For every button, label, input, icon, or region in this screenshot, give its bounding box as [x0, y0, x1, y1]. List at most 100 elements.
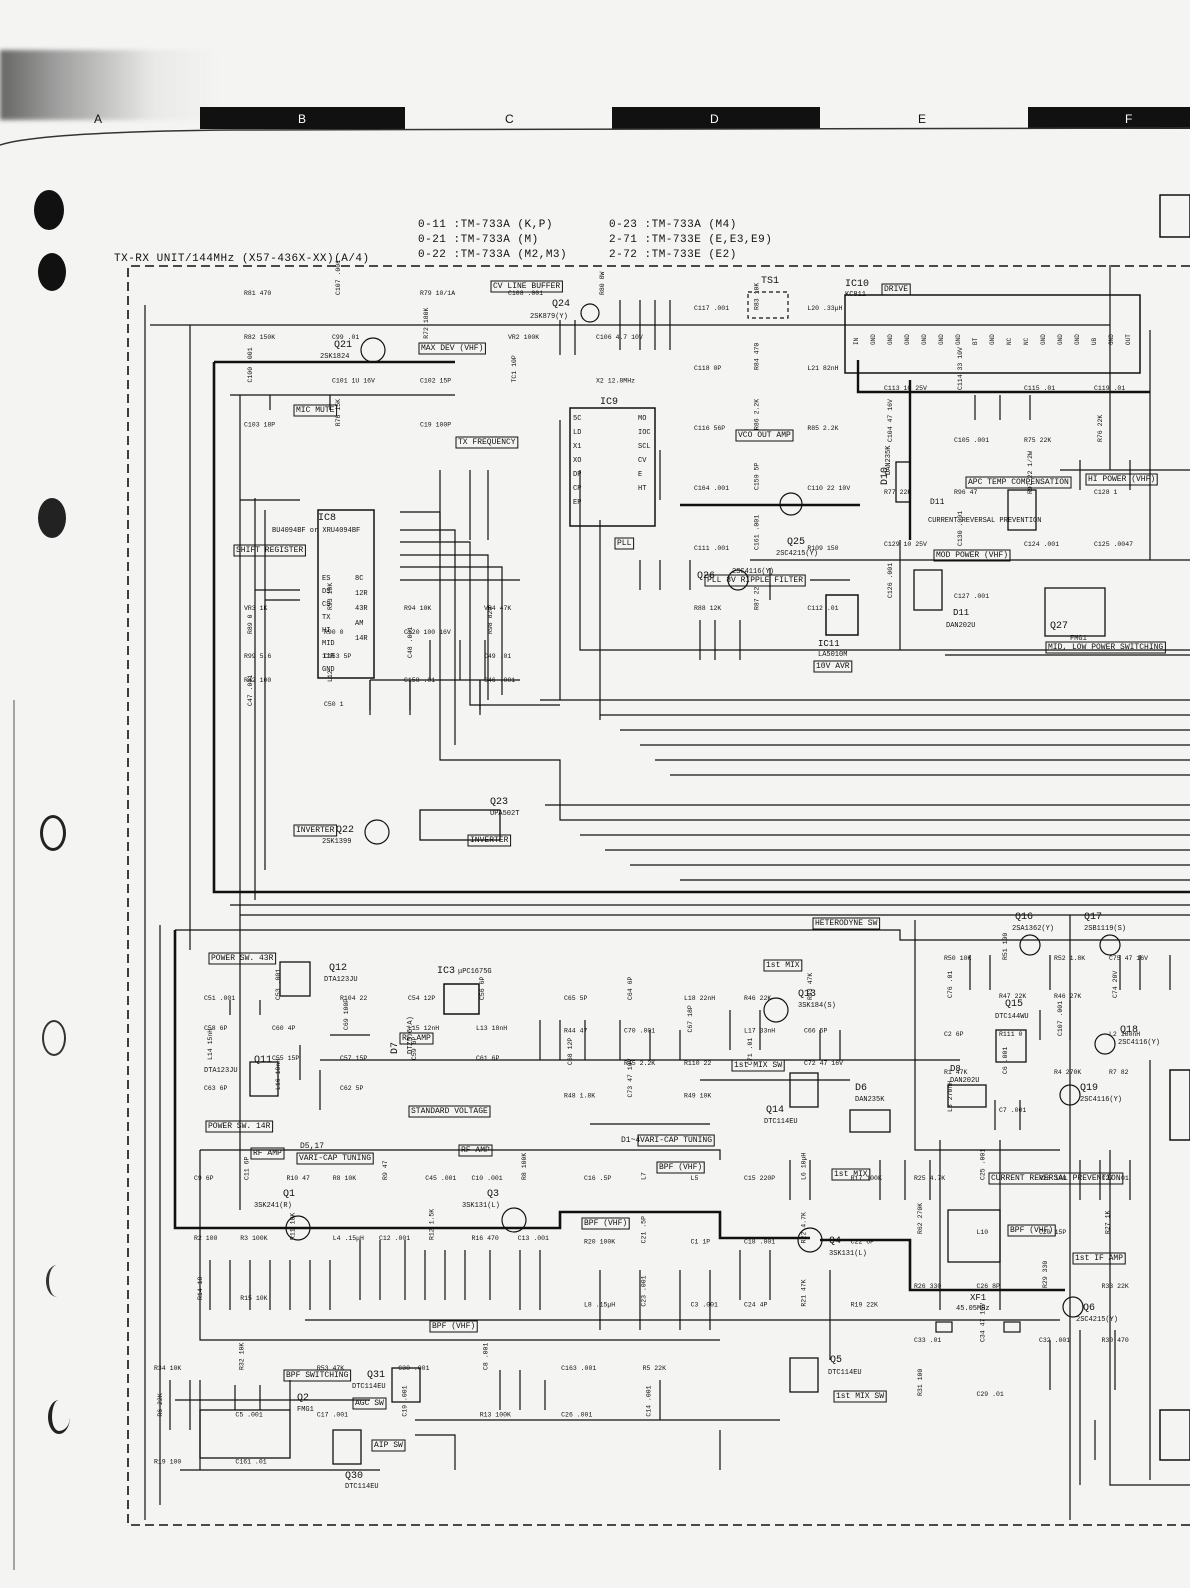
bus-line: [212, 362, 1190, 894]
d5-17-label: D5,17: [300, 1142, 324, 1151]
power-sw-14r-box: POWER SW. 14R: [208, 1122, 271, 1131]
component-value-label: R93 10K: [327, 583, 334, 610]
binder-hole: [38, 253, 66, 291]
component-value-label: C27 .01: [1102, 1175, 1129, 1182]
q5-type: DTC114EU: [828, 1369, 862, 1377]
q23-body: [419, 809, 501, 841]
q31-type: DTC114EU: [352, 1383, 386, 1391]
component-value-label: C118 0P: [694, 365, 721, 372]
ic8-pin-right: 8C: [355, 575, 363, 583]
first-if-amp-box-frame: [1072, 1252, 1126, 1265]
bpf-vhf-box-4: BPF (VHF): [1010, 1226, 1053, 1235]
component-value-label: C21 .5P: [640, 1216, 647, 1243]
component-value-label: R5 22K: [643, 1365, 667, 1372]
component-value-label: C22 6P: [851, 1238, 875, 1245]
wire: [914, 920, 1060, 1151]
cv-line-buffer-box: CV LINE BUFFER: [493, 282, 560, 291]
ic8-pin-left: 11R: [322, 653, 335, 661]
tx-frequency-box-frame: [455, 436, 519, 449]
d6-label: D6: [855, 1083, 867, 1094]
component-value-label: R22 4.7K: [800, 1212, 807, 1243]
component-value-label: R86 2.2K: [754, 399, 761, 430]
component-value-label: C113 10 25V: [884, 385, 927, 392]
q24-type: 2SK879(Y): [530, 313, 568, 321]
q3-symbol: [501, 1207, 527, 1233]
bpf-vhf-box-1-frame: [656, 1161, 705, 1174]
q17-symbol: [1099, 934, 1121, 956]
component-value-label: L18 22nH: [684, 995, 715, 1002]
component-value-label: C128 1: [1094, 489, 1118, 496]
component-value-label: L4 .15μH: [333, 1235, 364, 1242]
component-value-label: C33 .01: [914, 1337, 941, 1344]
ic11-type: LA5010M: [818, 651, 847, 659]
max-dev-box: MAX DEV (VHF): [421, 344, 483, 353]
inverter-box-2-frame: [467, 834, 512, 847]
variant-0-22: 0-22 :TM-733A (M2,M3): [418, 249, 568, 261]
ic8-pin-right: 14R: [355, 635, 368, 643]
ic10-pin: NC: [1006, 337, 1013, 345]
varicap-tuning-box-1: VARI-CAP TUNING: [299, 1154, 371, 1163]
component-value-label: C8 .001: [483, 1343, 490, 1370]
first-mix-sw-box: 1st MIX SW: [734, 1061, 782, 1070]
right-ic-fragment: [1159, 1409, 1190, 1461]
bus-line: [820, 1238, 1065, 1292]
component-value-label: C24 4P: [744, 1302, 768, 1309]
component-value-label: C47 .001: [247, 675, 254, 706]
q23-type: UPA502T: [490, 810, 519, 818]
ic9-pin-right: IOC: [638, 429, 651, 437]
ic10-pin: GND: [1040, 334, 1047, 345]
component-value-label: R84 470: [754, 343, 761, 370]
component-value-label: R82 150K: [244, 334, 275, 341]
component-value-label: C48 .001: [407, 627, 414, 658]
q4-label: Q4: [829, 1236, 841, 1247]
q16-label: Q16: [1015, 912, 1033, 923]
component-value-label: C71 .01: [747, 1038, 754, 1065]
component-value-label: R16 470: [472, 1235, 499, 1242]
component-value-label: R10 47: [287, 1175, 311, 1182]
q31-label: Q31: [367, 1370, 385, 1381]
bpf-switching-box: BPF SWITCHING: [286, 1371, 349, 1380]
xf1-type: 45.05MHz: [956, 1305, 990, 1313]
component-value-label: R7 82: [1109, 1069, 1129, 1076]
ic10-pin: IN: [853, 337, 860, 345]
pll-box: PLL: [617, 539, 632, 548]
column-bar-d: [612, 107, 820, 129]
component-value-label: C76 .01: [947, 971, 954, 998]
d6-body: [849, 1109, 891, 1133]
q21-type: 2SK1824: [320, 353, 349, 361]
component-value-label: C115 .01: [1024, 385, 1055, 392]
q2-body: [199, 1409, 291, 1459]
component-value-label: C6 .001: [1002, 1047, 1009, 1074]
component-value-label: R32 10K: [238, 1343, 245, 1370]
pll-ripple-filter-box-frame: [704, 574, 806, 587]
bpf-switching-box-frame: [283, 1369, 352, 1382]
aip-sw-box-frame: [371, 1439, 406, 1452]
q30-body: [332, 1429, 362, 1465]
component-value-label: R28 100: [1039, 1175, 1066, 1182]
ic8-pin-right: 43R: [355, 605, 368, 613]
d11-body: [913, 569, 943, 611]
d12-body: [1007, 489, 1037, 531]
component-value-label: R13 100K: [480, 1412, 511, 1419]
component-value-label: C107 .001: [335, 260, 342, 295]
mod-power-box: MOD POWER (VHF): [936, 551, 1008, 560]
component-value-label: C108 .001: [508, 290, 543, 297]
drive-box: DRIVE: [884, 285, 908, 294]
current-reversal-box-2-frame: [988, 1172, 1124, 1185]
apc-temp-box-frame: [965, 476, 1072, 489]
component-value-label: C55 15P: [272, 1055, 299, 1062]
ic10-pin: GND: [938, 334, 945, 345]
component-value-label: C9 6P: [194, 1175, 214, 1182]
d10-label: D10: [880, 467, 891, 485]
standard-voltage-box-frame: [408, 1105, 491, 1118]
component-value-label: C164 .001: [694, 485, 729, 492]
wire: [400, 566, 503, 695]
component-value-label: C57 15P: [340, 1055, 367, 1062]
ic8-pin-left: HI: [322, 627, 330, 635]
component-value-label: C34 47 16V: [980, 1303, 987, 1342]
component-value-label: R48 1.8K: [564, 1093, 595, 1100]
component-value-label: R51 100: [1002, 933, 1009, 960]
column-f-label: F: [1125, 112, 1133, 126]
component-value-label: R72 180K: [423, 307, 430, 338]
component-value-label: L16 10nH: [275, 1059, 282, 1090]
